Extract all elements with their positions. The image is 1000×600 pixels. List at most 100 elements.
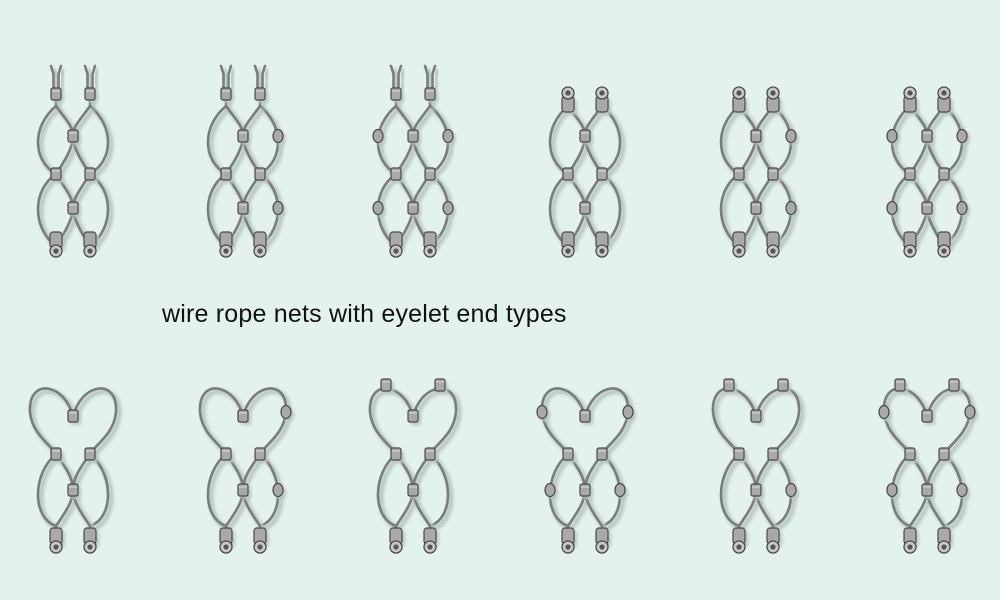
loop-top-ferrule xyxy=(434,378,446,392)
junction-ferrule xyxy=(220,167,232,181)
side-ferrule xyxy=(272,200,284,216)
side-ferrule xyxy=(442,200,454,216)
side-ferrule xyxy=(614,482,626,498)
wire-strand-right xyxy=(241,387,288,548)
side-ferrule xyxy=(272,482,284,498)
junction-ferrule xyxy=(390,167,402,181)
net-sample xyxy=(368,378,462,554)
loop-top-ferrule xyxy=(894,378,906,392)
open-wire-tip xyxy=(423,64,429,90)
side-ferrule xyxy=(956,482,968,498)
junction-ferrule xyxy=(579,129,591,143)
net-sample xyxy=(886,86,970,258)
side-ferrule xyxy=(956,128,968,144)
junction-ferrule xyxy=(254,447,266,461)
loop-top-ferrule xyxy=(948,378,960,392)
net-sample xyxy=(198,387,294,554)
junction-ferrule xyxy=(390,447,402,461)
side-ferrule xyxy=(956,200,968,216)
junction-ferrule xyxy=(407,129,419,143)
open-wire-tip xyxy=(253,64,259,90)
side-ferrule xyxy=(536,404,548,420)
tip-ferrule xyxy=(424,87,436,101)
junction-ferrule xyxy=(67,201,79,215)
diagram-caption: wire rope nets with eyelet end types xyxy=(162,300,567,328)
side-ferrule xyxy=(372,128,384,144)
net-samples xyxy=(28,64,978,554)
junction-ferrule xyxy=(750,201,762,215)
net-sample xyxy=(878,378,978,554)
junction-ferrule xyxy=(237,483,249,497)
junction-ferrule xyxy=(904,447,916,461)
junction-ferrule xyxy=(733,167,745,181)
junction-ferrule xyxy=(84,167,96,181)
junction-ferrule xyxy=(407,201,419,215)
junction-ferrule xyxy=(237,201,249,215)
junction-ferrule xyxy=(424,167,436,181)
junction-ferrule xyxy=(50,167,62,181)
open-wire-tip xyxy=(49,64,55,90)
open-wire-tip xyxy=(397,64,403,90)
net-sample xyxy=(206,64,286,258)
open-wire-tip xyxy=(91,64,97,90)
junction-ferrule xyxy=(921,129,933,143)
loop-ferrule xyxy=(407,409,419,423)
junction-ferrule xyxy=(50,447,62,461)
side-ferrule xyxy=(785,482,797,498)
junction-ferrule xyxy=(596,167,608,181)
wire-strand-right xyxy=(71,387,118,548)
loop-ferrule xyxy=(750,409,762,423)
loop-ferrule xyxy=(579,409,591,423)
loop-ferrule xyxy=(67,409,79,423)
side-ferrule xyxy=(442,128,454,144)
side-ferrule xyxy=(886,482,898,498)
side-ferrule xyxy=(785,200,797,216)
loop-ferrule xyxy=(921,409,933,423)
junction-ferrule xyxy=(750,483,762,497)
junction-ferrule xyxy=(733,447,745,461)
tip-ferrule xyxy=(254,87,266,101)
junction-ferrule xyxy=(254,167,266,181)
side-ferrule xyxy=(544,482,556,498)
open-wire-tip xyxy=(227,64,233,90)
junction-ferrule xyxy=(67,483,79,497)
side-ferrule xyxy=(886,128,898,144)
open-wire-tip xyxy=(219,64,225,90)
net-sample xyxy=(36,64,114,258)
net-sample xyxy=(719,86,799,258)
junction-ferrule xyxy=(767,167,779,181)
junction-ferrule xyxy=(921,201,933,215)
open-wire-tip xyxy=(431,64,437,90)
side-ferrule xyxy=(272,128,284,144)
junction-ferrule xyxy=(921,483,933,497)
junction-ferrule xyxy=(596,447,608,461)
junction-ferrule xyxy=(84,447,96,461)
side-ferrule xyxy=(886,200,898,216)
side-ferrule xyxy=(622,404,634,420)
net-sample xyxy=(372,64,456,258)
junction-ferrule xyxy=(904,167,916,181)
junction-ferrule xyxy=(562,167,574,181)
tip-ferrule xyxy=(390,87,402,101)
open-wire-tip xyxy=(389,64,395,90)
wire-strand-right xyxy=(583,387,630,548)
tip-ferrule xyxy=(50,87,62,101)
junction-ferrule xyxy=(938,447,950,461)
junction-ferrule xyxy=(938,167,950,181)
open-wire-tip xyxy=(261,64,267,90)
junction-ferrule xyxy=(424,447,436,461)
junction-ferrule xyxy=(579,483,591,497)
loop-top-ferrule xyxy=(723,378,735,392)
side-ferrule xyxy=(372,200,384,216)
wire-strand-left xyxy=(28,387,75,548)
junction-ferrule xyxy=(579,201,591,215)
junction-ferrule xyxy=(237,129,249,143)
side-ferrule xyxy=(785,128,797,144)
side-ferrule xyxy=(878,404,890,420)
junction-ferrule xyxy=(67,129,79,143)
net-sample xyxy=(28,387,122,554)
junction-ferrule xyxy=(407,483,419,497)
open-wire-tip xyxy=(57,64,63,90)
net-sample xyxy=(548,86,626,258)
